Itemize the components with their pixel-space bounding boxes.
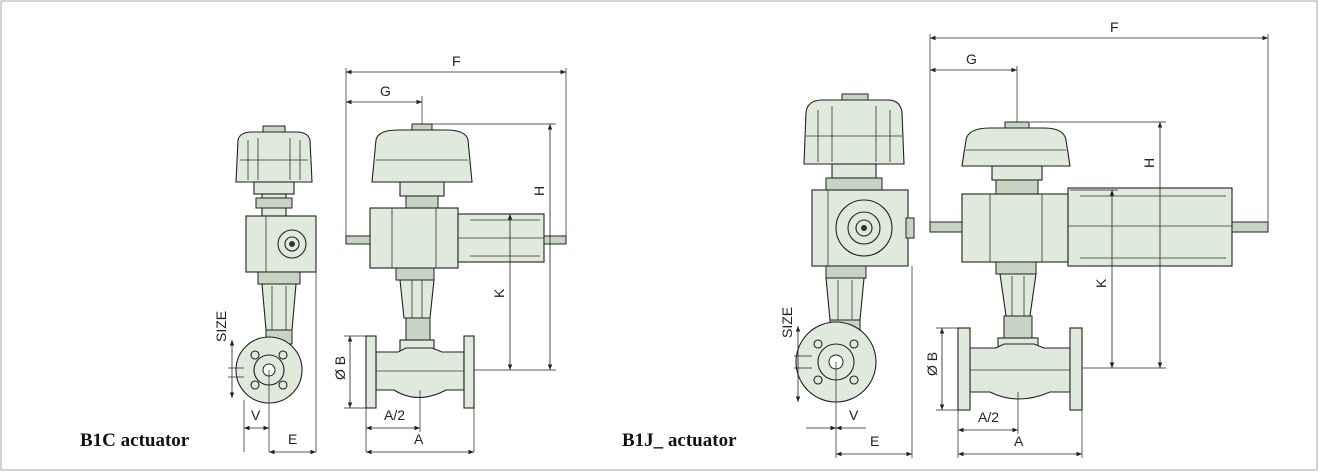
right-dim-h: H [1141, 158, 1157, 168]
left-dim-a: A [414, 431, 424, 447]
left-dim-g: G [380, 83, 391, 99]
left-dim-e: E [288, 431, 297, 447]
right-dim-f: F [1110, 19, 1119, 35]
left-dim-f: F [452, 53, 461, 69]
right-dim-g: G [966, 51, 977, 67]
right-dim-a: A [1014, 433, 1024, 449]
right-dim-ob: Ø B [924, 352, 940, 376]
right-caption: B1J_ actuator [622, 430, 737, 451]
right-dim-e: E [870, 433, 879, 449]
right-front-view [929, 121, 1269, 411]
left-dim-ob: Ø B [332, 356, 348, 380]
left-dim-size: SIZE [213, 311, 229, 342]
right-side-view [795, 93, 915, 403]
right-dim-k: K [1093, 278, 1109, 288]
left-dim-v: V [251, 407, 261, 423]
right-dim-v: V [849, 407, 859, 423]
left-front-view [345, 123, 567, 409]
left-dim-a2: A/2 [384, 407, 405, 423]
right-dim-size: SIZE [779, 307, 795, 338]
left-dim-k: K [491, 288, 507, 298]
right-panel: SIZE V E [622, 19, 1269, 458]
left-panel: SIZE V E [80, 53, 567, 455]
left-dim-h: H [531, 186, 547, 196]
left-side-view [235, 125, 317, 404]
right-dim-a2: A/2 [978, 409, 999, 425]
left-caption: B1C actuator [80, 430, 190, 451]
